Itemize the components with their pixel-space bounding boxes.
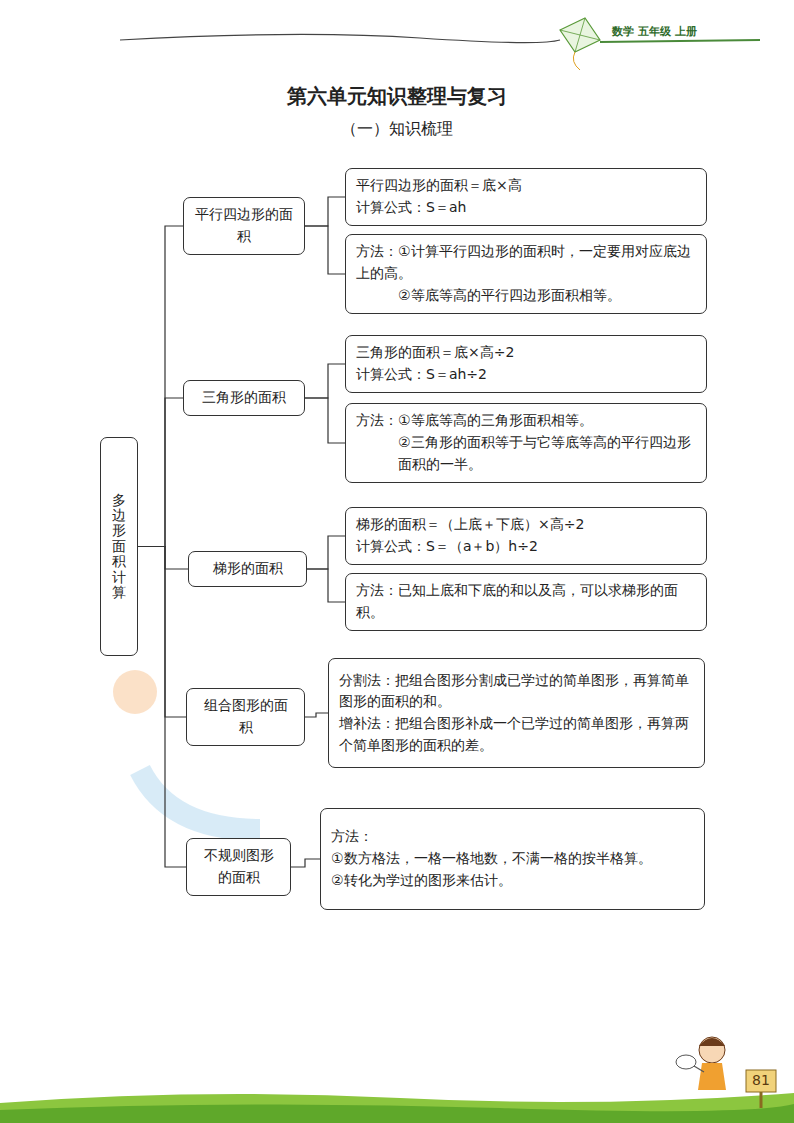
body-text: 平行四边形的面积＝底×高 [356, 175, 696, 197]
tree-connector [305, 398, 345, 443]
topic-box: 平行四边形的面积 [183, 197, 305, 255]
method-box: 分割法：把组合图形分割成已学过的简单图形，再算简单图形的面积的和。增补法：把组合… [328, 658, 705, 768]
topic-text: 平行四边形的面积 [194, 204, 294, 247]
method-box: 方法：①计算平行四边形的面积时，一定要用对应底边上的高。②等底等高的平行四边形面… [345, 234, 707, 314]
topic-text: 组合图形的面积 [197, 695, 294, 738]
body-text: 计算公式：S＝ah [356, 197, 696, 219]
topic-box: 组合图形的面积 [186, 688, 305, 746]
method-box: 方法：已知上底和下底的和以及高，可以求梯形的面积。 [345, 573, 707, 631]
tree-connector [305, 226, 345, 274]
body-text: 方法：已知上底和下底的和以及高，可以求梯形的面积。 [356, 580, 696, 623]
watermark-dot [113, 670, 157, 714]
body-text: ①数方格法，一格一格地数，不满一格的按半格算。 [331, 848, 694, 870]
topic-box: 梯形的面积 [188, 551, 307, 587]
section-subtitle: （一）知识梳理 [0, 119, 794, 140]
topic-text: 梯形的面积 [213, 558, 283, 580]
grass-band-dark [0, 1104, 794, 1123]
tree-connector [138, 398, 183, 547]
topic-box: 不规则图形的面积 [186, 838, 291, 896]
body-text: ②三角形的面积等于与它等底等高的平行四边形面积的一半。 [356, 432, 696, 475]
kite-icon [560, 18, 600, 70]
tree-connector [138, 547, 186, 868]
body-text: 梯形的面积＝（上底＋下底）×高÷2 [356, 514, 696, 536]
topic-text: 三角形的面积 [202, 387, 286, 409]
body-text: ②等底等高的平行四边形面积相等。 [356, 285, 696, 307]
page-number: 81 [746, 1072, 776, 1088]
tree-connector [138, 226, 183, 547]
body-text: 计算公式：S＝（a＋b）h÷2 [356, 536, 696, 558]
tree-connector [305, 713, 328, 717]
formula-box: 梯形的面积＝（上底＋下底）×高÷2计算公式：S＝（a＋b）h÷2 [345, 507, 707, 565]
page-title: 第六单元知识整理与复习 [0, 83, 794, 110]
root-box: 多边形面积计算 [100, 437, 138, 656]
header-rule [600, 40, 760, 42]
grass-band [0, 1093, 794, 1123]
topic-box: 三角形的面积 [183, 380, 305, 416]
body-text: 三角形的面积＝底×高÷2 [356, 342, 696, 364]
topic-text: 不规则图形的面积 [197, 845, 280, 888]
method-box: 方法：①等底等高的三角形面积相等。②三角形的面积等于与它等底等高的平行四边形面积… [345, 403, 707, 483]
tree-connector [138, 547, 188, 570]
tree-connector [305, 364, 345, 398]
body-text: 增补法：把组合图形补成一个已学过的简单图形，再算两个简单图形的面积的差。 [339, 713, 694, 756]
girl-figure [676, 1037, 726, 1090]
body-text: 分割法：把组合图形分割成已学过的简单图形，再算简单图形的面积的和。 [339, 670, 694, 713]
tree-connector [305, 197, 345, 226]
body-text: ②转化为学过的图形来估计。 [331, 870, 694, 892]
tree-connector [307, 569, 345, 602]
tree-connector [138, 547, 186, 718]
body-text: 方法： [331, 826, 694, 848]
formula-box: 平行四边形的面积＝底×高计算公式：S＝ah [345, 168, 707, 226]
tree-connector [307, 536, 345, 569]
body-text: 计算公式：S＝ah÷2 [356, 364, 696, 386]
header-book-name: 数学 五年级 上册 [612, 24, 697, 39]
page-sign [746, 1070, 776, 1108]
header-line [120, 34, 560, 42]
vertical-title: 多边形面积计算 [112, 493, 126, 601]
watermark-arc [140, 770, 260, 830]
body-text: 方法：①等底等高的三角形面积相等。 [356, 410, 696, 432]
formula-box: 三角形的面积＝底×高÷2计算公式：S＝ah÷2 [345, 335, 707, 393]
tree-connector [291, 859, 320, 867]
body-text: 方法：①计算平行四边形的面积时，一定要用对应底边上的高。 [356, 241, 696, 284]
method-box: 方法：①数方格法，一格一格地数，不满一格的按半格算。②转化为学过的图形来估计。 [320, 808, 705, 910]
